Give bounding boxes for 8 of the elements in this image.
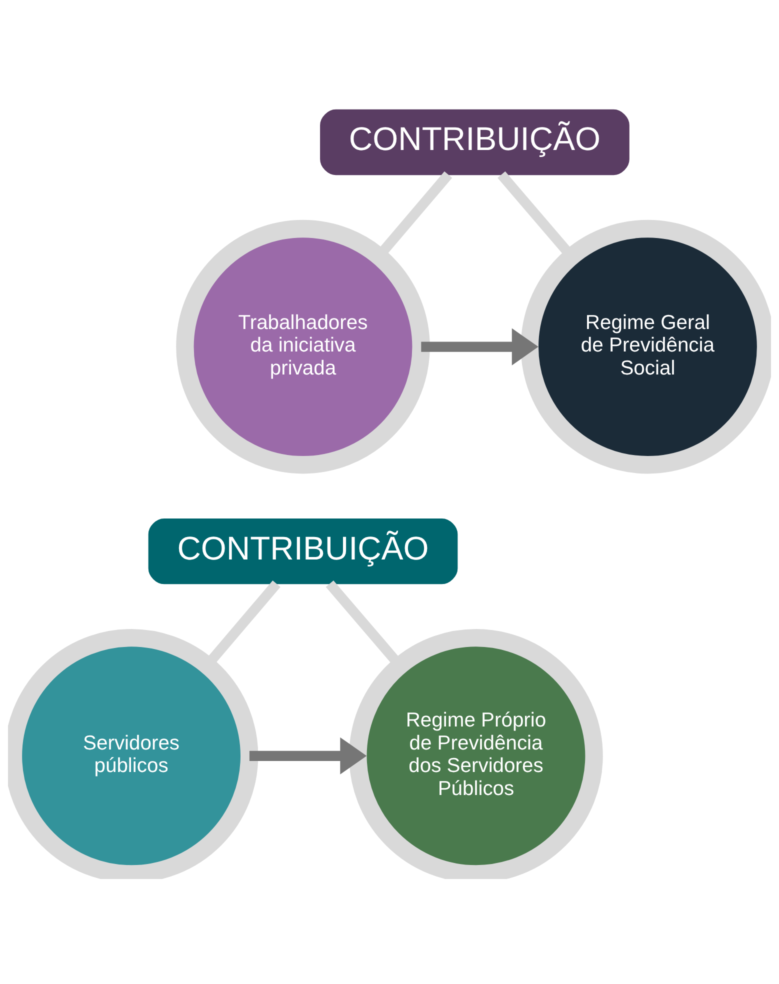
node-circle: Trabalhadores da iniciativa privada	[176, 220, 430, 474]
node-circle: Regime Próprio de Previdência dos Servidores Públicos	[349, 629, 603, 879]
node-box: CONTRIBUIÇÃO	[148, 518, 458, 584]
node-circle: Servidores públicos	[8, 629, 258, 879]
arrow	[421, 328, 538, 366]
node-circle: Regime Geral de Previdência Social	[520, 220, 771, 474]
node-box: CONTRIBUIÇÃO	[320, 109, 630, 176]
arrow	[249, 737, 367, 774]
